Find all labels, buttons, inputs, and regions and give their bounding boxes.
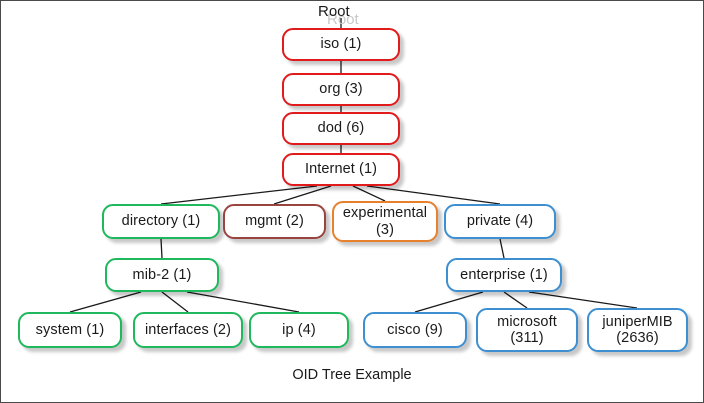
edge-directory-to-mib2	[160, 238, 163, 259]
edge-mib2-to-ip	[186, 291, 300, 313]
edge-private-to-enterprise	[499, 238, 505, 259]
node-private[interactable]: private (4)	[444, 204, 556, 239]
edge-enterprise-to-juniper	[528, 291, 638, 309]
edge-internet-to-directory	[160, 185, 318, 205]
node-system[interactable]: system (1)	[18, 312, 122, 348]
node-mib2[interactable]: mib-2 (1)	[105, 258, 219, 292]
node-ip[interactable]: ip (4)	[249, 312, 349, 348]
edge-mib2-to-interfaces	[161, 291, 189, 313]
node-directory[interactable]: directory (1)	[102, 204, 220, 239]
edge-enterprise-to-microsoft	[503, 291, 528, 309]
edge-enterprise-to-cisco	[414, 291, 484, 313]
node-juniper[interactable]: juniperMIB (2636)	[587, 308, 688, 352]
node-cisco[interactable]: cisco (9)	[363, 312, 467, 348]
node-experimental[interactable]: experimental (3)	[332, 201, 438, 242]
node-dod[interactable]: dod (6)	[282, 112, 400, 145]
node-org[interactable]: org (3)	[282, 73, 400, 106]
node-interfaces[interactable]: interfaces (2)	[133, 312, 243, 348]
node-internet[interactable]: Internet (1)	[282, 153, 400, 186]
diagram-caption: OID Tree Example	[292, 367, 412, 383]
edge-internet-to-mgmt	[273, 185, 332, 205]
edge-mib2-to-system	[69, 291, 142, 313]
node-mgmt[interactable]: mgmt (2)	[223, 204, 326, 239]
root-label-ghost: Root	[327, 11, 359, 28]
node-microsoft[interactable]: microsoft (311)	[476, 308, 578, 352]
root-label: Root	[318, 3, 350, 20]
node-enterprise[interactable]: enterprise (1)	[446, 258, 562, 292]
node-iso[interactable]: iso (1)	[282, 28, 400, 61]
edge-internet-to-experimental	[352, 185, 386, 202]
